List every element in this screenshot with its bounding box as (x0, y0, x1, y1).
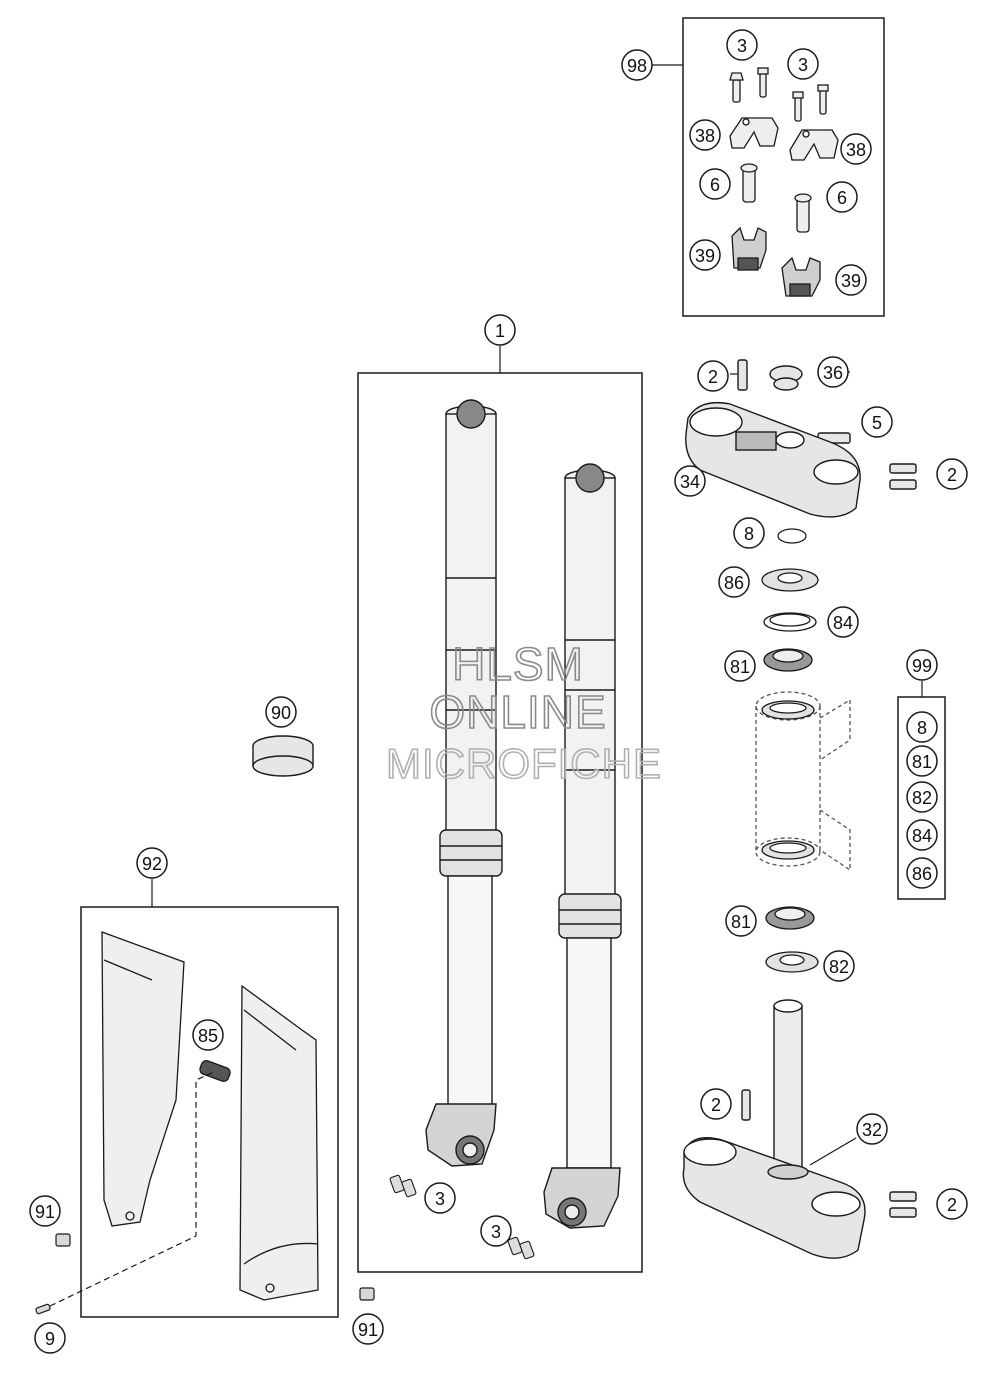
guard-clip (199, 1060, 231, 1082)
kit-item-82: 82 (912, 788, 932, 808)
callout-98: 98 (627, 56, 647, 76)
upper-triple-clamp (685, 359, 917, 518)
kit-item-81: 81 (912, 752, 932, 772)
callout-39-b: 39 (841, 271, 861, 291)
callout-84: 84 (833, 613, 853, 633)
screw-dashed-path (49, 1071, 215, 1307)
watermark-line-2: ONLINE (429, 686, 606, 738)
callout-1: 1 (495, 321, 505, 341)
callout-38-a: 38 (695, 126, 715, 146)
callout-86: 86 (724, 573, 744, 593)
fork-guards (101, 931, 319, 1301)
callout-3-d: 3 (491, 1222, 501, 1242)
callout-91-b: 91 (358, 1320, 378, 1340)
callout-99: 99 (912, 656, 932, 676)
callout-8: 8 (744, 524, 754, 544)
head-tube-races (761, 700, 815, 860)
callout-9: 9 (45, 1329, 55, 1349)
callout-81-b: 81 (731, 912, 751, 932)
watermark-line-3: MICROFICHE (386, 740, 662, 787)
callout-38-b: 38 (846, 140, 866, 160)
watermark: HLSM ONLINE MICROFICHE (385, 637, 662, 788)
lower-triple-clamp (682, 999, 917, 1259)
callout-34: 34 (680, 472, 700, 492)
callout-3-a: 3 (737, 36, 747, 56)
callout-3-b: 3 (798, 55, 808, 75)
callout-39-a: 39 (695, 246, 715, 266)
kit-item-8: 8 (917, 718, 927, 738)
handlebar-clamp-kit-box (682, 17, 885, 317)
fork-legs (425, 399, 622, 1229)
kit-item-86: 86 (912, 864, 932, 884)
steering-bearings (761, 528, 819, 973)
callout-85: 85 (198, 1026, 218, 1046)
callout-3-c: 3 (435, 1189, 445, 1209)
callout-92: 92 (142, 854, 162, 874)
guard-fasteners (35, 1233, 375, 1315)
callout-6-b: 6 (837, 188, 847, 208)
callout-2-b: 2 (947, 465, 957, 485)
fork-protector-box (80, 906, 339, 1318)
callout-labels: 98 3 3 38 38 6 6 39 39 1 2 36 5 2 34 8 8… (35, 36, 957, 1349)
callout-2-a: 2 (708, 367, 718, 387)
callout-91-a: 91 (35, 1202, 55, 1222)
callout-5: 5 (872, 413, 882, 433)
fork-ring (252, 735, 314, 777)
axle-bolts (389, 1174, 535, 1260)
callout-2-d: 2 (947, 1195, 957, 1215)
callout-6-a: 6 (710, 175, 720, 195)
callout-90: 90 (271, 703, 291, 723)
callout-81-a: 81 (730, 657, 750, 677)
callout-2-c: 2 (711, 1095, 721, 1115)
kit-item-84: 84 (912, 826, 932, 846)
callout-36: 36 (823, 363, 843, 383)
callout-82: 82 (829, 957, 849, 977)
frame-head-tube (755, 691, 851, 872)
callouts (29, 29, 968, 1354)
callout-32: 32 (862, 1120, 882, 1140)
clamp-kit-parts (729, 67, 839, 297)
watermark-line-1: HLSM (452, 638, 584, 690)
